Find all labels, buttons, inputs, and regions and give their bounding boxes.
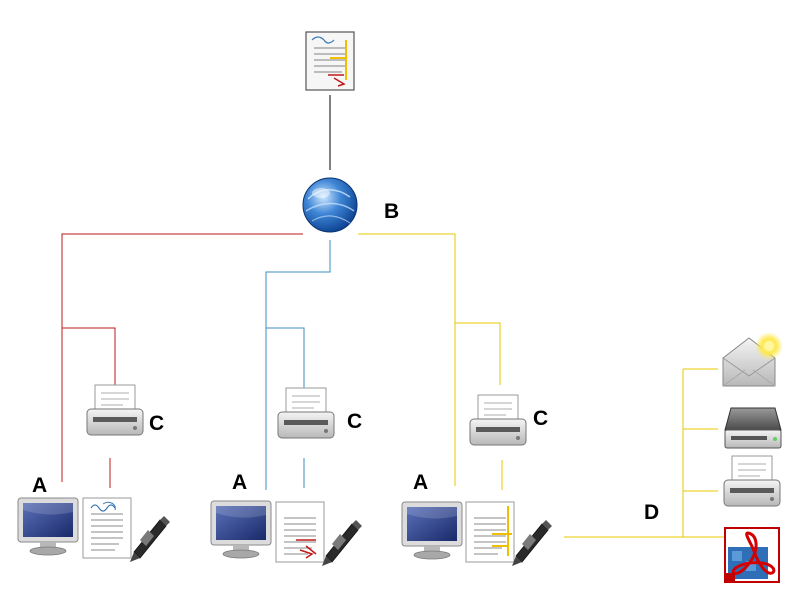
label-c-yellow: C (533, 407, 548, 430)
label-c-blue: C (347, 410, 362, 433)
stylus-pen-icon (129, 515, 171, 563)
pdf-icon (724, 527, 780, 583)
annotated-document-icon (305, 31, 355, 91)
printer-icon (86, 384, 144, 436)
label-b: B (384, 200, 399, 223)
label-c-red: C (149, 412, 164, 435)
printer-icon (469, 394, 527, 446)
label-d: D (644, 501, 659, 524)
globe-icon (302, 177, 358, 233)
stylus-pen-icon (321, 519, 363, 567)
monitor-icon (17, 497, 79, 556)
red-branch-connector (61, 233, 303, 488)
document-icon (465, 501, 515, 563)
document-icon (275, 501, 325, 563)
yellow-branch-connector (358, 233, 724, 538)
monitor-icon (210, 500, 272, 559)
hard-drive-icon (724, 407, 782, 449)
document-icon (82, 497, 132, 559)
blue-branch-connector (265, 240, 331, 490)
printer-icon (277, 387, 335, 439)
email-icon (722, 332, 783, 387)
printer-icon (723, 455, 781, 507)
label-a-red: A (32, 474, 47, 497)
monitor-icon (401, 501, 463, 560)
label-a-blue: A (232, 471, 247, 494)
stylus-pen-icon (511, 519, 553, 567)
label-a-yellow: A (413, 471, 428, 494)
